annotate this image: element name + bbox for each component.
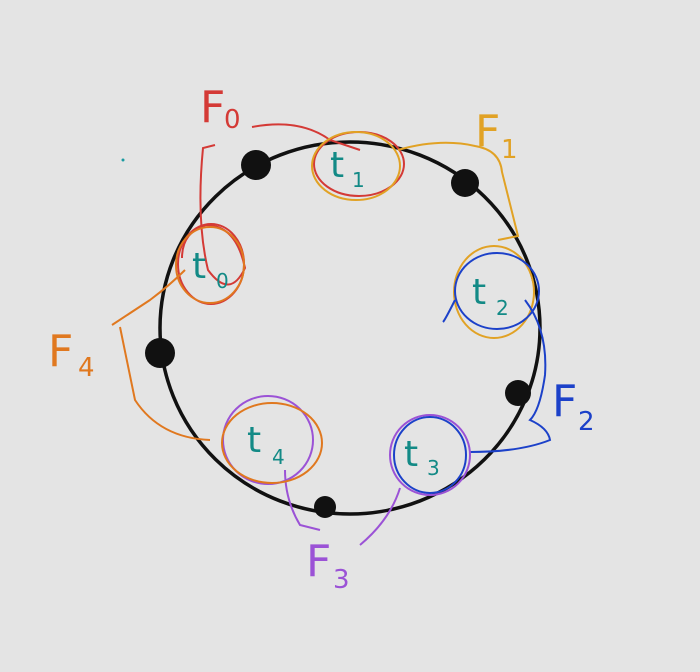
node-t3-sub: 3 [427,456,440,480]
node-t0: t 0 [192,246,229,293]
label-F1-main: F [475,106,500,157]
label-F3: F 3 [306,536,350,595]
node-t1-main: t [330,145,344,186]
label-F0-sub: 0 [224,105,241,135]
node-t4: t 4 [247,420,285,469]
label-F0: F 0 [200,82,241,135]
ring-dot [145,338,175,368]
label-F1-sub: 1 [501,135,518,165]
finger-F2-arc [393,252,552,494]
finger-F1-arc [311,131,535,339]
stray-dot [121,158,125,162]
node-t0-main: t [192,246,206,287]
node-t2-main: t [472,272,486,313]
ring-dot [505,380,531,406]
node-t4-sub: 4 [272,445,285,469]
ring-dots [145,150,531,518]
node-t1-sub: 1 [352,168,365,192]
node-t2: t 2 [472,272,509,320]
label-F3-sub: 3 [333,565,350,595]
node-t1: t 1 [330,145,365,192]
label-F2-main: F [552,376,577,427]
label-F4: F 4 [48,326,95,383]
label-F2: F 2 [552,376,595,437]
node-t3: t 3 [404,434,440,480]
label-F3-main: F [306,536,331,587]
label-F1: F 1 [475,106,518,165]
node-t4-main: t [247,420,261,461]
label-F0-main: F [200,82,225,133]
node-t3-main: t [404,434,418,475]
ring-dot [241,150,271,180]
finger-F0-arc [177,123,405,305]
ring-dot [451,169,479,197]
node-t2-sub: 2 [496,296,509,320]
label-F4-main: F [48,326,73,377]
ring-circle [158,140,542,516]
label-F2-sub: 2 [578,407,595,437]
finger-F4-arc [111,226,323,484]
node-t0-sub: 0 [216,269,229,293]
label-F4-sub: 4 [78,353,95,383]
ring-dot [314,496,336,518]
